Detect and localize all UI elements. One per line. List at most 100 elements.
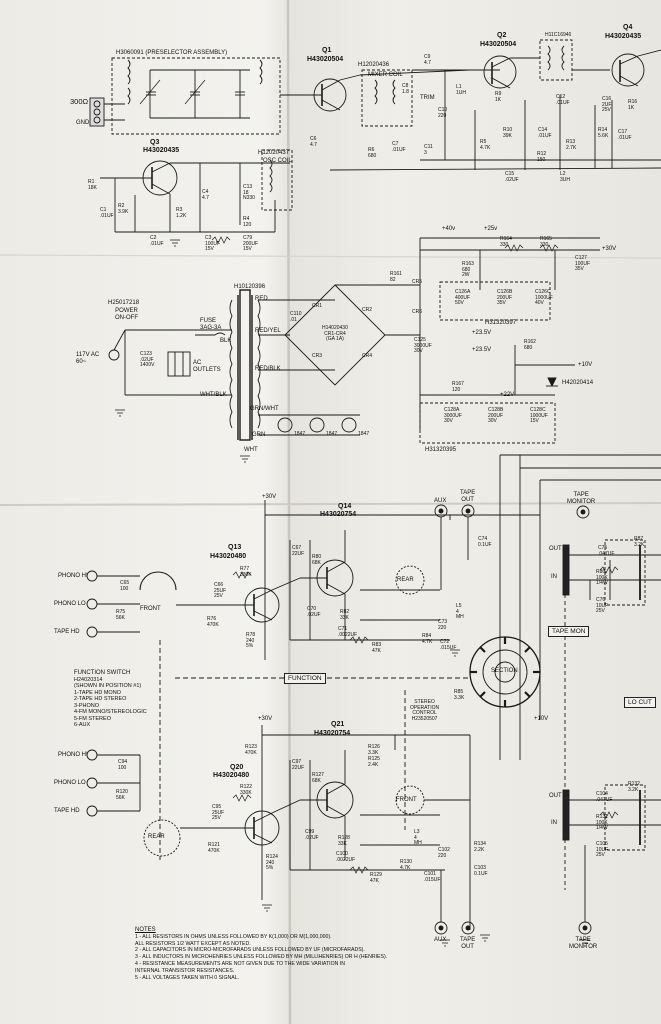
comp-c128a: C128A 3000UF 30V [444, 407, 462, 424]
comp-c72: C72 .015UF [440, 639, 457, 651]
rear-switch-label-2: REAR [148, 834, 165, 840]
function-switch-item: 4-FM MONO/STEREOLOGIC [74, 709, 147, 715]
comp-c94: C94 100 [118, 759, 128, 771]
note-line: 3 - ALL INDUCTORS IN MICROHENRIES UNLESS… [135, 954, 388, 961]
function-switch-shown: (SHOWN IN POSITION #1) [74, 683, 142, 689]
trim-label: TRIM [420, 95, 435, 101]
rear-switch-label: REAR [397, 577, 414, 583]
comp-r10: R10 39K [503, 127, 513, 139]
comp-c14: C14 .01UF [538, 127, 552, 139]
jack-tape-hd: TAPE HD [54, 629, 80, 635]
comp-l3: L3 4 MH [414, 829, 422, 846]
comp-c75: C75 .047UF [598, 545, 615, 557]
comp-c15: C15 .02UF [505, 171, 519, 183]
comp-c95: C95 25UF 25V [212, 804, 225, 821]
comp-r75: R75 56K [116, 609, 126, 621]
comp-r76: R76 470K [207, 616, 219, 628]
comp-c74: C74 0.1UF [478, 536, 492, 548]
comp-c126a: C126A 400UF 50V [455, 289, 471, 306]
comp-r84: R84 4.7K [422, 633, 433, 645]
comp-c104: C104 .047UF [596, 791, 613, 803]
jack-phono-lo-2: PHONO LO [54, 780, 86, 786]
comp-c127: C127 100UF 35V [575, 255, 591, 272]
can1-part: H31320397 [485, 320, 517, 326]
aux-top: AUX [434, 498, 447, 504]
comp-r5: R5 4.7K [480, 139, 491, 151]
jack-tape-hd-2: TAPE HD [54, 808, 80, 814]
note-line: ALL RESISTORS 1/2 WATT EXCEPT AS NOTED. [135, 940, 251, 947]
note-line: 2 - ALL CAPACITORS IN MICRO-MICROFARADS … [135, 947, 365, 954]
comp-l1: L1 1UH [456, 84, 467, 96]
comp-r125: R125 2.4K [368, 756, 380, 768]
q1-part: H43020504 [307, 56, 344, 63]
comp-r128: R128 33K [338, 835, 350, 847]
notes-title: NOTES [135, 927, 156, 933]
jack-phono-hi: PHONO HI [58, 573, 88, 579]
comp-r131: R131 100K 1/4W [596, 814, 608, 831]
comp-r127: R127 68K [312, 772, 324, 784]
v-40: +40v [442, 226, 456, 232]
comp-r12: R12 150 [537, 151, 547, 163]
comp-c10: C10 220 [438, 107, 448, 119]
q14-label: Q14 [338, 503, 352, 510]
comp-l5: L5 4 MH [456, 603, 464, 620]
front-switch-label: FRONT [140, 606, 161, 612]
note-line: 1 - ALL RESISTORS IN OHMS UNLESS FOLLOWE… [135, 933, 332, 940]
comp-r132: R132 3.2K [628, 781, 640, 793]
q21-label: Q21 [331, 721, 345, 728]
wire-whtblk: WHT/BLK [200, 392, 227, 398]
comp-c16: C16 2UF 25V [602, 96, 612, 113]
comp-c67: C67 22UF [292, 545, 305, 557]
q20-part: H43020480 [213, 772, 250, 779]
wire-blk: BLK [220, 338, 232, 344]
comp-r122: R122 330K [240, 784, 252, 796]
comp-c70: C70 .02UF [307, 606, 321, 618]
comp-c1: C1 .01UF [100, 207, 114, 219]
comp-c11: C11 3 [424, 144, 433, 156]
comp-r167: R167 120 [452, 381, 464, 393]
comp-c76: C76 10UF 25V [596, 597, 609, 614]
transformer-part: H10120396 [234, 284, 266, 290]
function-switch-item: 5-FM STEREO [74, 715, 111, 722]
comp-l2: L2 3UH [560, 171, 571, 183]
comp-c71: C71 .0022UF [338, 626, 358, 638]
comp-c125: C125 3000UF 30V [414, 337, 432, 354]
mixer-coil-label: MIXER COIL [368, 72, 403, 78]
note-line: 5 - ALL VOLTAGES TAKEN WITH 0 SIGNAL. [135, 974, 240, 981]
q21-part: H43020754 [314, 730, 351, 737]
cr2-label: CR2 [362, 307, 373, 313]
q1-label: Q1 [322, 47, 332, 54]
tape-monitor-bottom: TAPE MONITOR [569, 937, 598, 950]
v10-audio: +10V [534, 716, 549, 722]
gnd-label: GND [76, 120, 90, 126]
lamp2-label: 1847 [326, 431, 338, 437]
comp-c110: C110 .01 [290, 311, 302, 323]
cr3-label: CR3 [312, 353, 323, 359]
comp-r134: R134 2.2K [474, 841, 486, 853]
if-part: H11C16946 [545, 32, 572, 38]
comp-r120: R120 56K [116, 789, 128, 801]
q3-part: H43020435 [143, 147, 180, 154]
osc-coil-label: OSC COIL [263, 158, 292, 164]
comp-r121: R121 470K [208, 842, 220, 854]
comp-r163: R163 680 2W [462, 261, 474, 278]
note-line: 4 - RESISTANCE MEASUREMENTS ARE NOT GIVE… [135, 960, 346, 967]
comp-c126c: C126C 1000UF 40V [535, 289, 553, 306]
comp-r130: R130 4.7K [400, 859, 412, 871]
comp-c128b: C128B 200UF 30V [488, 407, 504, 424]
aux-bottom: AUX [434, 937, 447, 943]
cr4-label: CR4 [362, 353, 373, 359]
comp-r2: R2 3.9K [118, 203, 129, 215]
comp-c66: C66 25UF 25V [214, 582, 227, 599]
comp-c128c: C128C 1000UF 15V [530, 407, 548, 424]
q4-label: Q4 [623, 24, 633, 31]
v-10: +10V [578, 362, 593, 368]
comp-r129: R129 47K [370, 872, 382, 884]
stereo-control-label: STEREO OPERATION CONTROL H23520507 [410, 699, 440, 722]
comp-c2: C2 .01UF [150, 235, 164, 247]
comp-c101: C101 .015UF [424, 871, 441, 883]
comp-c102: C102 220 [438, 847, 450, 859]
q14-part: H43020754 [320, 511, 357, 518]
q4-part: H43020435 [605, 33, 642, 40]
v-235b: +23.5V [472, 347, 492, 353]
